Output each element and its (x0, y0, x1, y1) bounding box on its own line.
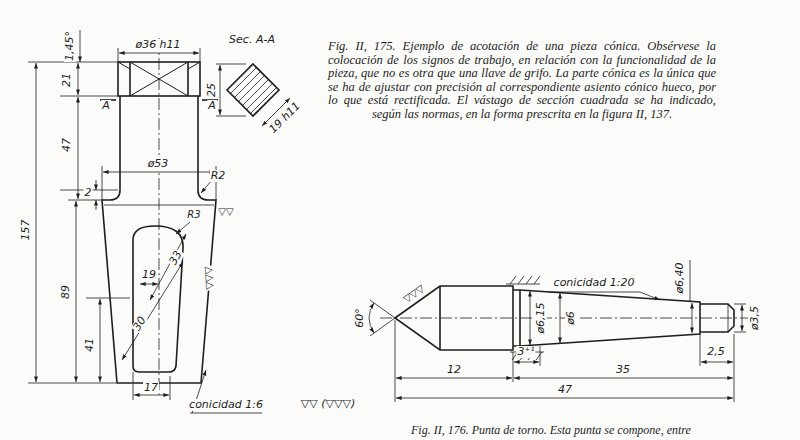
dimension-label: ø6 (565, 310, 577, 326)
dimension-label: ø3,5 (749, 305, 761, 331)
dimension-label: A (207, 100, 217, 112)
dimension-label: 2,5 (706, 346, 726, 358)
dimension-label: A (101, 100, 111, 112)
dimension-label: 60° (354, 307, 366, 329)
dimension-label: 25 (206, 82, 218, 98)
dimension-label: 47 (61, 137, 73, 153)
dimension-label: R2 (210, 170, 227, 182)
dimension-label: 21 (61, 72, 73, 88)
dimension-label: 47 (557, 384, 573, 396)
dimension-label: 89 (60, 284, 72, 300)
figure-caption: Fig. II, 176. Punta de torno. Esta punta… (410, 424, 692, 436)
dimension-label: conicidad 1:6 (188, 399, 264, 411)
dimension-label: 19 (141, 269, 157, 281)
figure-caption: Fig. II, 175. Ejemplo de acotación de un… (328, 40, 716, 121)
dimension-label: ø53 (147, 158, 170, 170)
lathe-center-dimensions (369, 260, 748, 402)
dimension-label: ø6,15 (535, 301, 547, 334)
dimension-label: 1,45° (64, 30, 76, 62)
dimension-label: ø36 h11 (134, 39, 181, 51)
dimension-label: 3⁺¹ (516, 346, 535, 358)
dimension-label: ▽▽ (217, 206, 234, 218)
dimension-label: ▽▽▽ (400, 282, 427, 306)
dimension-label: 19 h11 (266, 99, 303, 136)
dimension-label: ▽▽▽ (202, 265, 216, 291)
dimension-label: Sec. A-A (228, 34, 276, 46)
dimension-label: ø6,40 (674, 261, 686, 294)
dimension-label: conicidad 1:20 (553, 277, 636, 289)
dimension-label: 2 (84, 187, 93, 199)
dimension-label: 12 (446, 364, 462, 376)
dimension-label: 35 (615, 364, 631, 376)
tap-key-dimensions (28, 30, 290, 413)
dimension-label: R3 (186, 209, 201, 221)
dimension-label: ▽▽ (▽▽▽) (300, 398, 356, 410)
dimension-label: 17 (143, 382, 159, 394)
dimension-label: 41 (84, 337, 96, 353)
dimension-label: 157 (20, 219, 32, 242)
